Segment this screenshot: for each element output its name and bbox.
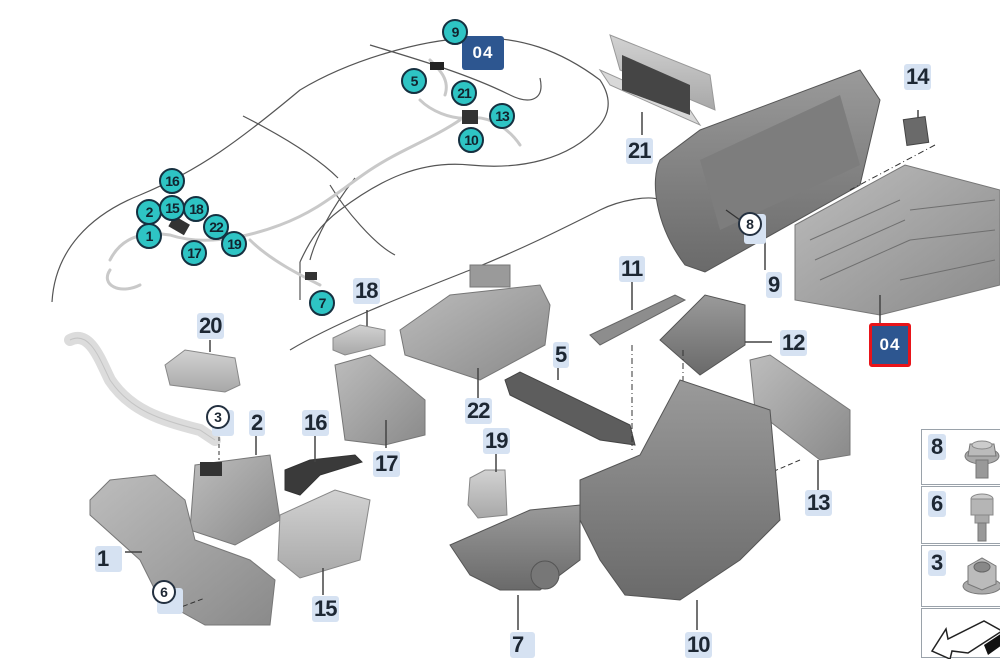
badge-04-selected[interactable]: 04 — [869, 323, 911, 367]
part-22-control-unit — [399, 264, 551, 398]
part-label-5[interactable]: 5 — [553, 342, 570, 368]
part-14-cover — [902, 116, 930, 146]
hotspot-label: 9 — [451, 24, 460, 40]
hotspot-label: 19 — [227, 236, 242, 252]
hotspot-10[interactable]: 10 — [458, 127, 484, 153]
part-21-module — [598, 34, 716, 135]
part-label-15[interactable]: 15 — [312, 596, 340, 622]
hex-nut-icon — [962, 557, 1000, 595]
hotspot-label: 17 — [187, 245, 202, 261]
hotspot-label: 16 — [165, 173, 180, 189]
hotspot-label: 7 — [318, 295, 327, 311]
hardware-number: 8 — [928, 434, 947, 460]
part-label-1[interactable]: 1 — [95, 546, 123, 572]
hardware-number: 6 — [928, 491, 947, 517]
flange-bolt-icon — [964, 440, 1000, 479]
part-9-housing — [654, 69, 881, 273]
part-label-18[interactable]: 18 — [353, 278, 381, 304]
badge-04-overview[interactable]: 04 — [462, 36, 504, 70]
ref-circle-6[interactable]: 6 — [152, 580, 176, 604]
hotspot-17[interactable]: 17 — [181, 240, 207, 266]
hotspot-label: 1 — [145, 228, 154, 244]
hardware-number: 3 — [928, 550, 947, 576]
hotspot-15[interactable]: 15 — [159, 195, 185, 221]
ref-circle-3[interactable]: 3 — [206, 405, 230, 429]
hotspot-7[interactable]: 7 — [309, 290, 335, 316]
badge-04-selected-label: 04 — [879, 335, 901, 354]
car-module-mark — [305, 272, 317, 280]
part-label-2[interactable]: 2 — [249, 410, 266, 436]
hardware-item-8[interactable]: 8 — [921, 429, 1000, 485]
hotspot-label: 5 — [410, 73, 419, 89]
hotspot-13[interactable]: 13 — [489, 103, 515, 129]
part-04-fuse-box — [794, 164, 1000, 325]
part-1-bracket — [89, 474, 276, 626]
car-module-mark — [462, 110, 478, 124]
car-module-mark — [430, 62, 444, 70]
part-label-21[interactable]: 21 — [626, 138, 654, 164]
part-label-9[interactable]: 9 — [766, 272, 783, 298]
part-5-relay-module — [504, 360, 636, 446]
part-10-base — [579, 379, 781, 630]
ref-circle-8[interactable]: 8 — [738, 212, 762, 236]
hotspot-1[interactable]: 1 — [136, 223, 162, 249]
part-20-cover — [164, 340, 241, 393]
badge-04-label: 04 — [472, 43, 494, 62]
part-7-actuator — [449, 504, 581, 630]
hotspot-5[interactable]: 5 — [401, 68, 427, 94]
arrow-icon — [930, 620, 1000, 659]
part-18-cover — [332, 310, 386, 356]
part-label-10[interactable]: 10 — [685, 632, 713, 658]
part-label-22[interactable]: 22 — [465, 398, 493, 424]
part-16-module — [284, 435, 363, 496]
part-11-strip — [589, 282, 687, 450]
part-label-11[interactable]: 11 — [619, 256, 646, 282]
hardware-item-3[interactable]: 3 — [921, 545, 1000, 607]
part-label-12[interactable]: 12 — [780, 330, 808, 356]
part-label-13[interactable]: 13 — [805, 490, 833, 516]
part-label-20[interactable]: 20 — [197, 313, 225, 339]
hotspot-label: 2 — [145, 204, 154, 220]
hotspot-label: 10 — [464, 132, 479, 148]
part-19-cap — [467, 452, 508, 519]
hotspot-9[interactable]: 9 — [442, 19, 468, 45]
hotspot-label: 18 — [189, 201, 204, 217]
torx-screw-icon — [970, 493, 994, 542]
part-17-bracket — [334, 354, 426, 448]
hotspot-label: 13 — [495, 108, 510, 124]
part-label-17[interactable]: 17 — [373, 451, 401, 477]
hotspot-label: 21 — [457, 85, 472, 101]
part-label-19[interactable]: 19 — [483, 428, 511, 454]
part-label-16[interactable]: 16 — [302, 410, 330, 436]
hardware-item-arrow[interactable] — [921, 608, 1000, 659]
part-label-7[interactable]: 7 — [510, 632, 536, 658]
hotspot-2[interactable]: 2 — [136, 199, 162, 225]
hotspot-label: 15 — [165, 200, 180, 216]
hardware-item-6[interactable]: 6 — [921, 486, 1000, 544]
part-label-14[interactable]: 14 — [904, 64, 932, 90]
hotspot-19[interactable]: 19 — [221, 231, 247, 257]
hotspot-label: 22 — [209, 219, 224, 235]
part-15-cover — [277, 489, 371, 595]
hotspot-16[interactable]: 16 — [159, 168, 185, 194]
part-2-terminal-cover — [189, 430, 281, 546]
hotspot-21[interactable]: 21 — [451, 80, 477, 106]
hotspot-18[interactable]: 18 — [183, 196, 209, 222]
